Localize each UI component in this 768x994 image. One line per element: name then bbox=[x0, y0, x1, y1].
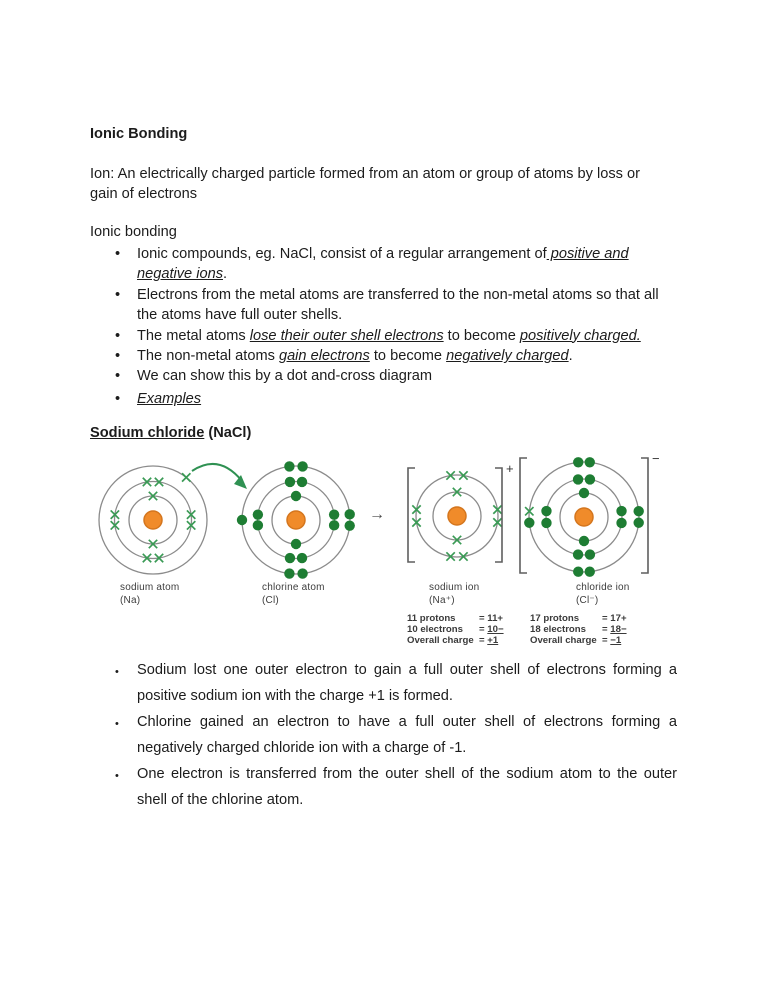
label-sodium-atom: sodium atom (Na) bbox=[120, 582, 179, 607]
equals-sign: = bbox=[602, 624, 608, 635]
ion-charge-symbol: − bbox=[652, 451, 660, 466]
ion-charge-symbol: + bbox=[506, 461, 514, 476]
charge-row-value: +1 bbox=[487, 635, 499, 646]
equals-sign: = bbox=[479, 635, 485, 646]
reaction-arrow: → bbox=[369, 506, 385, 523]
charge-row: Overall charge = +1 bbox=[407, 635, 504, 646]
charge-row-label: Overall charge bbox=[407, 635, 474, 646]
charge-row: 11 protons = 11+ bbox=[407, 613, 504, 624]
charge-row: 10 electrons = 10− bbox=[407, 624, 504, 635]
atom-shell-diagram: +− bbox=[98, 451, 660, 579]
label-line: chloride ion bbox=[576, 582, 630, 593]
bullet-item: • One electron is transferred from the o… bbox=[115, 761, 677, 813]
label-line: chlorine atom bbox=[262, 582, 325, 593]
conclusion-bullet-list: • Sodium lost one outer electron to gain… bbox=[115, 657, 677, 813]
label-line: sodium atom bbox=[120, 582, 180, 593]
label-line: sodium ion bbox=[429, 582, 480, 593]
charge-row-label: 11 protons bbox=[407, 613, 456, 624]
label-chloride-ion: chloride ion (Cl⁻) bbox=[576, 582, 630, 607]
bullet-item: • Sodium lost one outer electron to gain… bbox=[115, 657, 677, 709]
bullet-text: Ionic compounds, eg. NaCl, consist of a … bbox=[137, 246, 629, 283]
chloride-ion-charge-table: 17 protons = 17+ 18 electrons = 18− Over… bbox=[530, 613, 627, 646]
bullet-marker: • bbox=[115, 348, 121, 365]
bullet-item: • The non-metal atoms gain electrons to … bbox=[115, 346, 677, 366]
label-sodium-ion: sodium ion (Na⁺) bbox=[429, 582, 479, 607]
bullet-item: • We can show this by a dot and-cross di… bbox=[115, 366, 677, 386]
bullet-text: We can show this by a dot and-cross diag… bbox=[137, 368, 432, 385]
bullet-marker: • bbox=[115, 246, 121, 262]
section-label-ionic-bonding: Ionic bonding bbox=[90, 224, 177, 240]
label-line: (Na⁺) bbox=[429, 594, 455, 606]
bullet-text: Examples bbox=[137, 390, 202, 407]
charge-row-label: 17 protons bbox=[530, 613, 580, 624]
bullet-text: Electrons from the metal atoms are trans… bbox=[137, 286, 659, 324]
charge-row-value: 10− bbox=[487, 624, 504, 635]
ionic-bonding-bullet-list: • Ionic compounds, eg. NaCl, consist of … bbox=[115, 244, 677, 409]
bullet-marker: • bbox=[115, 718, 119, 730]
bullet-text: The non-metal atoms gain electrons to be… bbox=[137, 348, 573, 365]
bullet-item: • Ionic compounds, eg. NaCl, consist of … bbox=[115, 244, 677, 285]
subheading-underlined: Sodium chloride bbox=[90, 425, 205, 441]
bullet-marker: • bbox=[115, 286, 121, 303]
label-line: (Cl⁻) bbox=[576, 594, 599, 606]
equals-sign: = bbox=[479, 624, 485, 635]
charge-row: 18 electrons = 18− bbox=[530, 624, 627, 635]
sodium-ion-charge-table: 11 protons = 11+ 10 electrons = 10− Over… bbox=[407, 613, 504, 646]
equals-sign: = bbox=[479, 613, 485, 624]
bullet-marker: • bbox=[115, 327, 121, 344]
label-line: (Cl) bbox=[262, 594, 279, 606]
subheading-formula: (NaCl) bbox=[204, 425, 252, 441]
charge-row-value: 17+ bbox=[610, 613, 627, 624]
charge-row: Overall charge = −1 bbox=[530, 635, 627, 646]
charge-row-value: 11+ bbox=[487, 613, 504, 624]
charge-row-label: 10 electrons bbox=[407, 624, 463, 635]
bullet-marker: • bbox=[115, 666, 119, 678]
bullet-text: The metal atoms lose their outer shell e… bbox=[137, 327, 641, 344]
charge-row-label: Overall charge bbox=[530, 635, 597, 646]
charge-row-label: 18 electrons bbox=[530, 624, 586, 635]
subheading-sodium-chloride: Sodium chloride (NaCl) bbox=[90, 425, 251, 441]
dot-cross-diagram: +− → sodium atom (Na) chlorine atom (Cl)… bbox=[85, 448, 725, 652]
bullet-item: • Chlorine gained an electron to have a … bbox=[115, 709, 677, 761]
bullet-marker: • bbox=[115, 368, 121, 385]
bullet-marker: • bbox=[115, 390, 121, 407]
equals-sign: = bbox=[602, 635, 608, 646]
ion-definition: Ion: An electrically charged particle fo… bbox=[90, 166, 640, 203]
charge-row-value: 18− bbox=[610, 624, 627, 635]
charge-row-value: −1 bbox=[610, 635, 622, 646]
equals-sign: = bbox=[602, 613, 608, 624]
bullet-text: Sodium lost one outer electron to gain a… bbox=[137, 662, 677, 704]
bullet-item: • Examples bbox=[115, 389, 677, 409]
bullet-text: Chlorine gained an electron to have a fu… bbox=[137, 714, 677, 756]
charge-row: 17 protons = 17+ bbox=[530, 613, 627, 624]
bullet-item: • The metal atoms lose their outer shell… bbox=[115, 326, 677, 346]
page-title: Ionic Bonding bbox=[90, 126, 188, 142]
bullet-text: One electron is transferred from the out… bbox=[137, 766, 677, 808]
bullet-marker: • bbox=[115, 770, 119, 782]
label-chlorine-atom: chlorine atom (Cl) bbox=[262, 582, 325, 607]
label-line: (Na) bbox=[120, 594, 141, 606]
bullet-item: • Electrons from the metal atoms are tra… bbox=[115, 285, 677, 326]
